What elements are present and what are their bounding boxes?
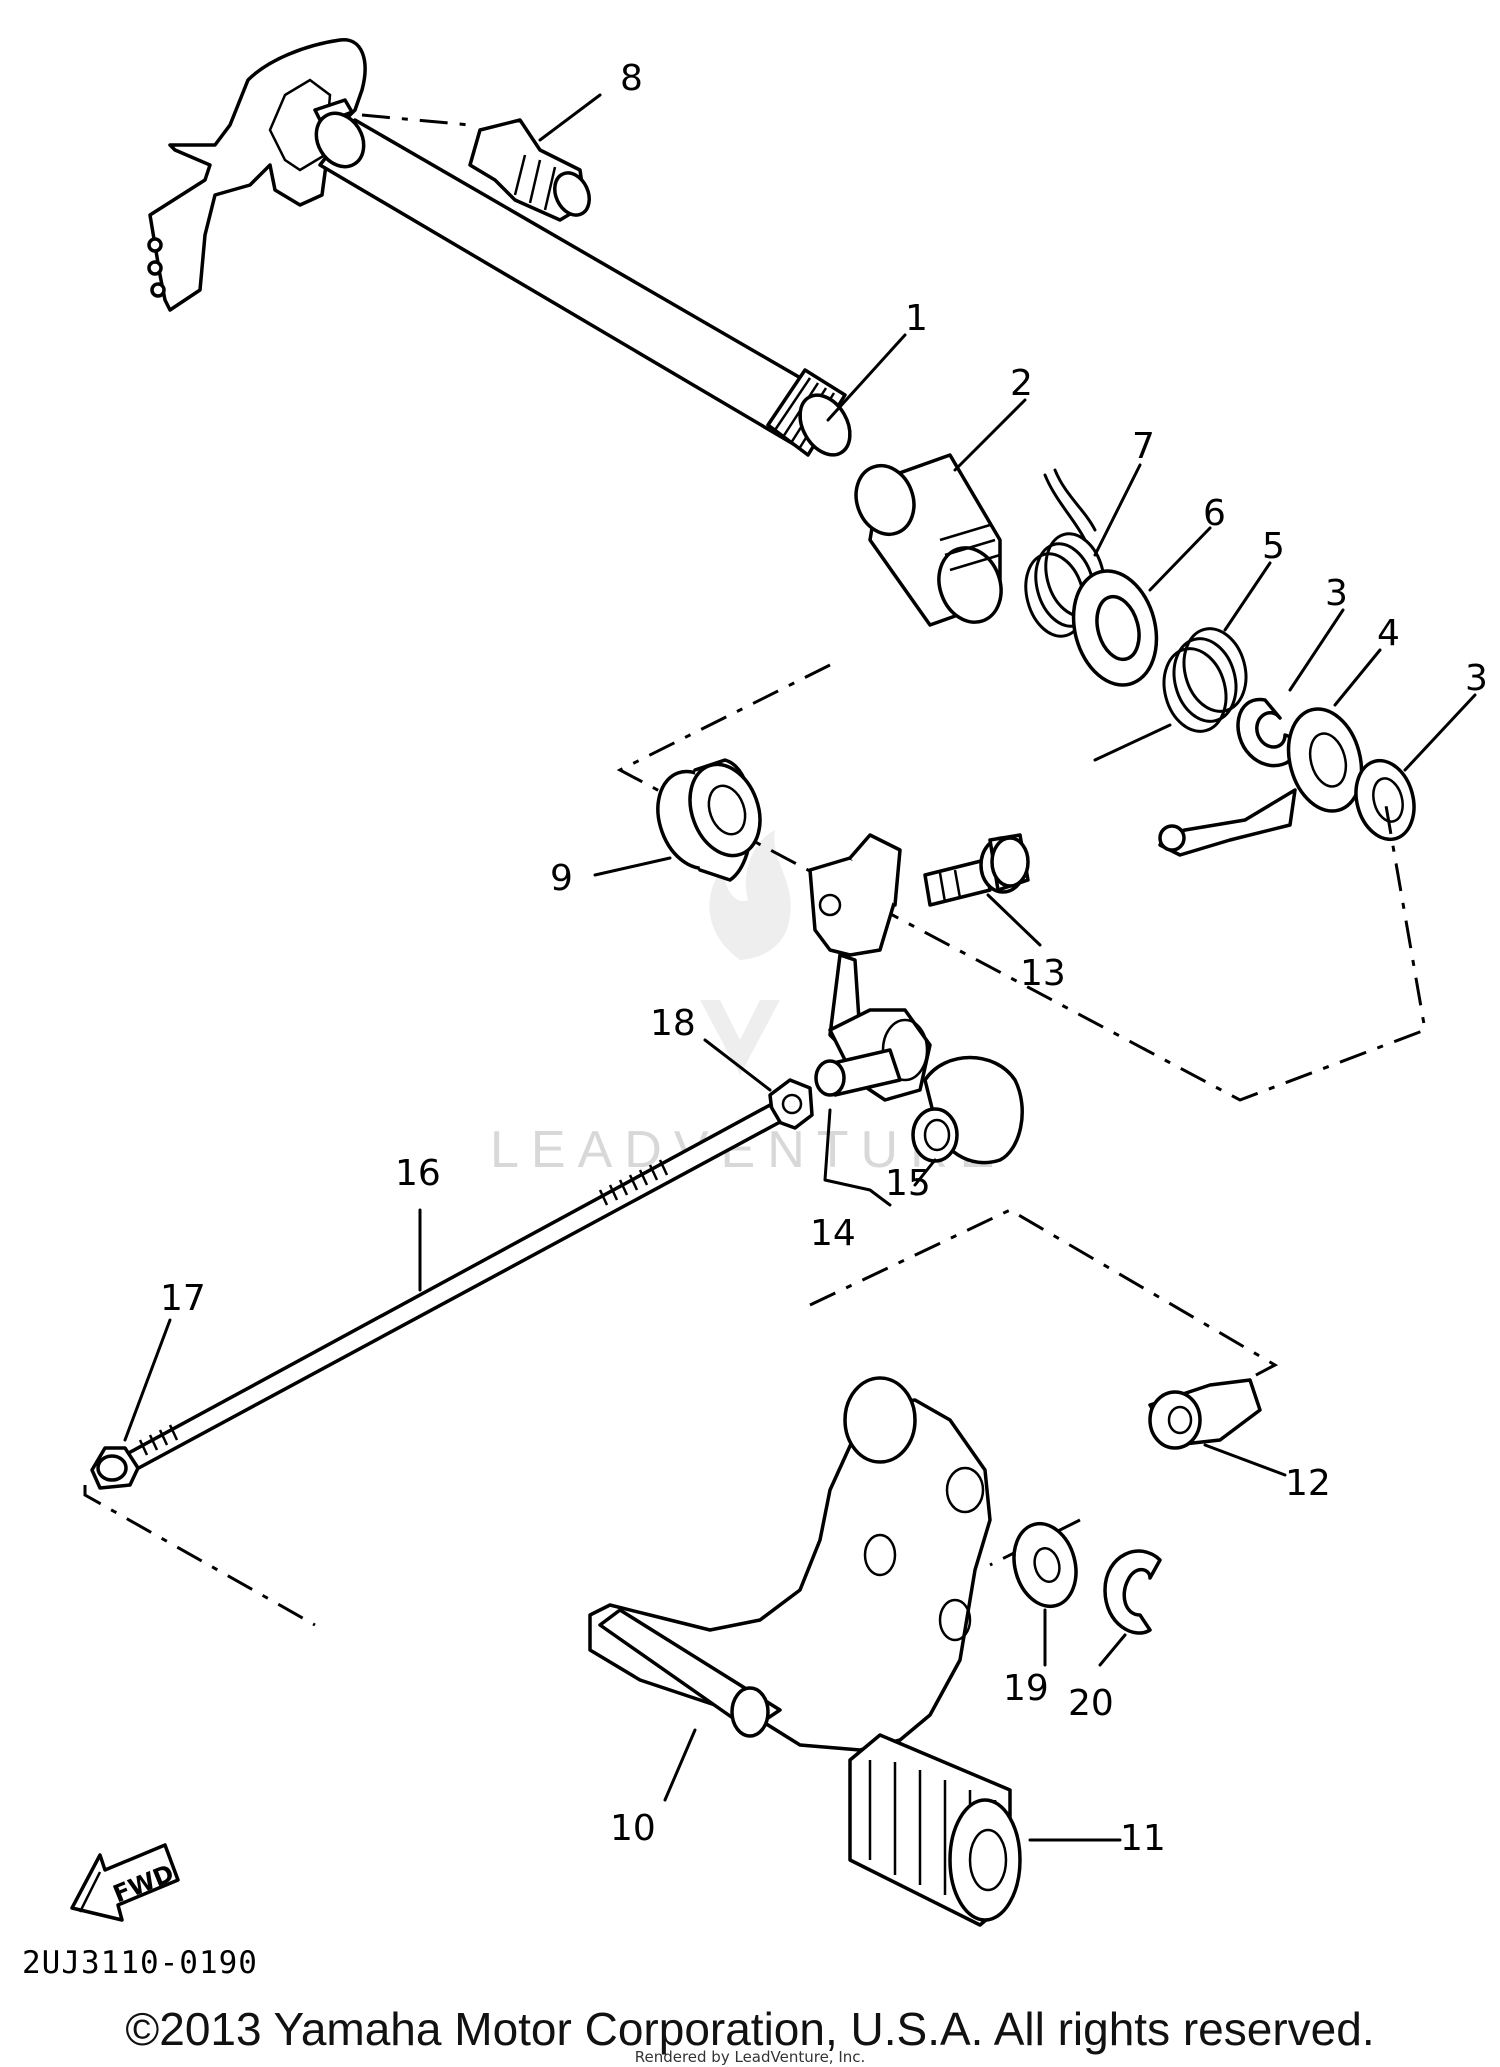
callout-3a: 3 xyxy=(1325,573,1348,614)
stud-bolt xyxy=(468,93,602,222)
pedal-circlip xyxy=(1098,1549,1162,1667)
callout-14: 14 xyxy=(810,1213,856,1254)
callout-1: 1 xyxy=(905,298,928,339)
callout-16: 16 xyxy=(395,1153,441,1194)
end-nut xyxy=(90,1318,172,1490)
shift-rod xyxy=(123,1103,782,1472)
pedal-washer xyxy=(1012,1521,1078,1667)
callout-4: 4 xyxy=(1377,613,1400,654)
shift-shaft xyxy=(147,38,907,457)
callout-11: 11 xyxy=(1120,1818,1166,1859)
copyright-notice: ©2013 Yamaha Motor Corporation, U.S.A. A… xyxy=(125,2003,1375,2055)
pedal-rubber xyxy=(848,1733,1122,1927)
locknut xyxy=(703,1038,814,1130)
callout-6: 6 xyxy=(1203,493,1226,534)
callout-10: 10 xyxy=(610,1808,656,1849)
bearing xyxy=(593,758,762,882)
ball-joint xyxy=(814,1048,902,1207)
compression-spring xyxy=(1093,561,1272,762)
callout-5: 5 xyxy=(1262,526,1285,567)
bolt xyxy=(923,833,1042,947)
callout-2: 2 xyxy=(1010,363,1033,404)
callout-17: 17 xyxy=(160,1278,206,1319)
callout-7: 7 xyxy=(1132,426,1155,467)
callout-15: 15 xyxy=(885,1163,931,1204)
callout-12: 12 xyxy=(1285,1463,1331,1504)
collar xyxy=(854,398,1027,627)
forward-arrow-icon: FWD xyxy=(70,1843,180,1922)
circlip-lower xyxy=(1354,693,1477,842)
callout-8: 8 xyxy=(620,58,643,99)
callout-19: 19 xyxy=(1003,1668,1049,1709)
washer xyxy=(1071,526,1212,687)
diagram-code: 2UJ3110-0190 xyxy=(22,1945,258,1981)
render-credit: Rendered by LeadVenture, Inc. xyxy=(634,2048,866,2066)
rod-end-joint xyxy=(1148,1378,1287,1477)
dust-boot xyxy=(911,1055,1024,1187)
callout-18: 18 xyxy=(650,1003,696,1044)
callout-13: 13 xyxy=(1020,953,1066,994)
shift-pedal xyxy=(588,1376,992,1802)
watermark-logo xyxy=(700,830,791,1075)
stopper-lever xyxy=(1158,648,1382,857)
callout-3b: 3 xyxy=(1465,658,1488,699)
callout-20: 20 xyxy=(1068,1683,1114,1724)
callout-9: 9 xyxy=(550,858,573,899)
